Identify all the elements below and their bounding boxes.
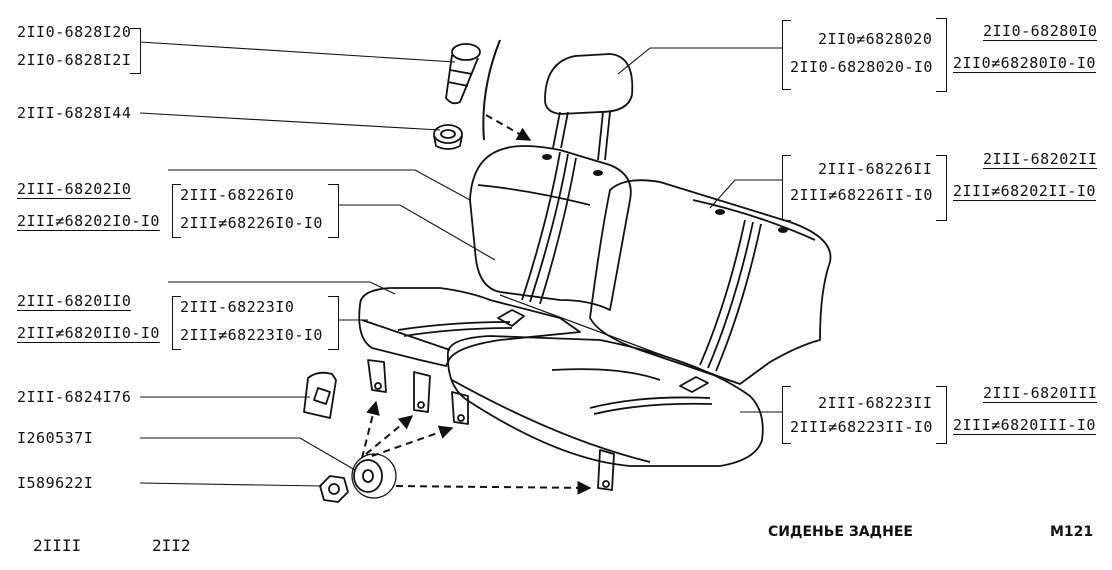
backrest-right-shape [589, 179, 832, 385]
label-back-left-cover-b: 2III≠68226I0-I0 [180, 214, 323, 232]
label-bolt-b: 2II0-6828I2I [17, 51, 132, 69]
label-back-right-cover-b: 2III≠68226II-I0 [790, 186, 933, 204]
label-cushion-right-cover-a: 2III-68223II [818, 394, 933, 412]
page-title: СИДЕНЬЕ ЗАДНЕЕ [768, 524, 913, 540]
label-washer: I260537I [17, 429, 94, 447]
label-headrest-a: 2II0≠6828020 [818, 30, 933, 48]
label-back-right-b: 2III≠68202II-I0 [953, 182, 1096, 201]
label-nut: I589622I [17, 474, 94, 492]
page-code: M121 [1050, 524, 1094, 540]
label-back-right-a: 2III-68202II [983, 150, 1098, 169]
bracket-cushion-right-cover-l [782, 386, 791, 444]
label-bolt-a: 2II0-6828I20 [17, 23, 132, 41]
label-cushion-left-cover-b: 2III≠68223I0-I0 [180, 326, 323, 344]
label-cushion-right-b: 2III≠6820III-I0 [953, 416, 1096, 435]
bracket-cushion-right-cover-r [936, 386, 947, 444]
bracket-cushion-left-cover-r [328, 296, 339, 350]
label-headrest-r-b: 2II0≠68280I0-I0 [953, 54, 1096, 73]
label-cushion-left-cover-a: 2III-68223I0 [180, 298, 295, 316]
label-back-left-cover-a: 2III-68226I0 [180, 186, 295, 204]
model-number-a: 2IIII [33, 536, 82, 555]
bracket-back-right-cover-l [782, 155, 791, 221]
bracket-back-left-cover-r [328, 184, 339, 238]
label-cushion-right-a: 2III-6820III [983, 384, 1098, 403]
cushion-left-shape [358, 287, 581, 367]
bracket-headrest-l [782, 20, 791, 90]
headrest-shape [544, 53, 634, 115]
backrest-left-shape [469, 145, 632, 311]
label-hinge: 2III-6824I76 [17, 388, 132, 406]
label-back-right-cover-a: 2III-68226II [818, 160, 933, 178]
label-back-left-b: 2III≠68202I0-I0 [17, 212, 160, 231]
label-bushing: 2III-6828I44 [17, 104, 132, 122]
bracket-back-right-cover-r [936, 155, 947, 221]
bracket-back-left-cover-l [172, 184, 181, 238]
bracket-headrest-r [936, 18, 947, 92]
label-cushion-left-b: 2III≠6820II0-I0 [17, 324, 160, 343]
label-back-left-a: 2III-68202I0 [17, 180, 132, 199]
bracket-cushion-left-cover-l [172, 296, 181, 350]
label-headrest-r-a: 2II0-68280I0 [983, 22, 1098, 41]
label-headrest-b: 2II0-6828020-I0 [790, 58, 933, 76]
hinge-bracket-shape [303, 371, 337, 419]
cushion-right-shape [447, 335, 764, 467]
label-cushion-right-cover-b: 2III≠68223II-I0 [790, 418, 933, 436]
model-number-b: 2II2 [152, 536, 191, 555]
label-cushion-left-a: 2III-6820II0 [17, 292, 132, 311]
bracket-bolt [130, 28, 141, 74]
